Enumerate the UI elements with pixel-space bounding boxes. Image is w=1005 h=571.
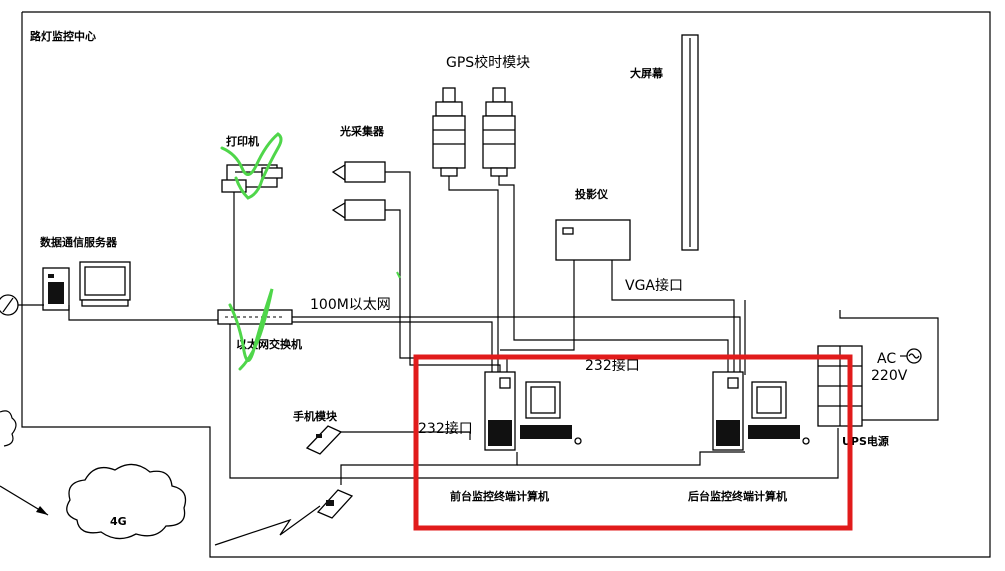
projector-label: 投影仪 xyxy=(575,187,609,201)
data-server-icon xyxy=(42,261,131,311)
cloud-4g-label: 4G xyxy=(110,515,127,528)
light-collector-label: 光采集器 xyxy=(339,124,385,138)
port-232-left-label: 232接口 xyxy=(418,420,473,437)
ups-label: UPS电源 xyxy=(842,434,889,448)
small-green-mark xyxy=(396,271,401,279)
projector-icon xyxy=(555,219,631,261)
gps-module-icon xyxy=(432,87,516,177)
light-collector-icon xyxy=(331,161,386,221)
ethernet-100m-label: 100M以太网 xyxy=(310,297,391,313)
wireless-link-icon xyxy=(214,505,321,546)
back-terminal-computer-icon xyxy=(712,371,810,451)
cloud-4g-icon xyxy=(66,463,187,540)
outer-frame xyxy=(21,11,991,558)
big-screen-label: 大屏幕 xyxy=(630,66,664,80)
connection-lines xyxy=(68,171,939,485)
vga-port-label: VGA接口 xyxy=(625,277,683,294)
ac-label: AC xyxy=(877,351,896,367)
check-mark-icon xyxy=(220,132,283,200)
highlight-box xyxy=(413,354,853,531)
diagram-title: 路灯监控中心 xyxy=(30,29,96,43)
port-232-top-label: 232接口 xyxy=(585,357,640,374)
ethernet-switch-label: 以太网交换机 xyxy=(236,337,302,351)
phone-module-label: 手机模块 xyxy=(293,409,338,423)
phone-module-icon xyxy=(305,425,343,455)
data-server-label: 数据通信服务器 xyxy=(40,235,118,249)
voltage-label: 220V xyxy=(871,368,908,384)
front-terminal-label: 前台监控终端计算机 xyxy=(450,489,549,503)
front-terminal-computer-icon xyxy=(484,371,582,451)
ethernet-switch-icon xyxy=(217,309,293,325)
printer-icon xyxy=(221,164,283,193)
gps-module-label: GPS校时模块 xyxy=(446,54,530,71)
big-screen-icon xyxy=(681,34,699,251)
check-mark-icon-2 xyxy=(228,288,274,371)
cloud-left-icon xyxy=(0,410,17,447)
wireless-terminal-icon xyxy=(316,489,354,519)
external-connector-icon xyxy=(0,294,19,316)
printer-label: 打印机 xyxy=(226,134,259,148)
back-terminal-label: 后台监控终端计算机 xyxy=(688,489,787,503)
